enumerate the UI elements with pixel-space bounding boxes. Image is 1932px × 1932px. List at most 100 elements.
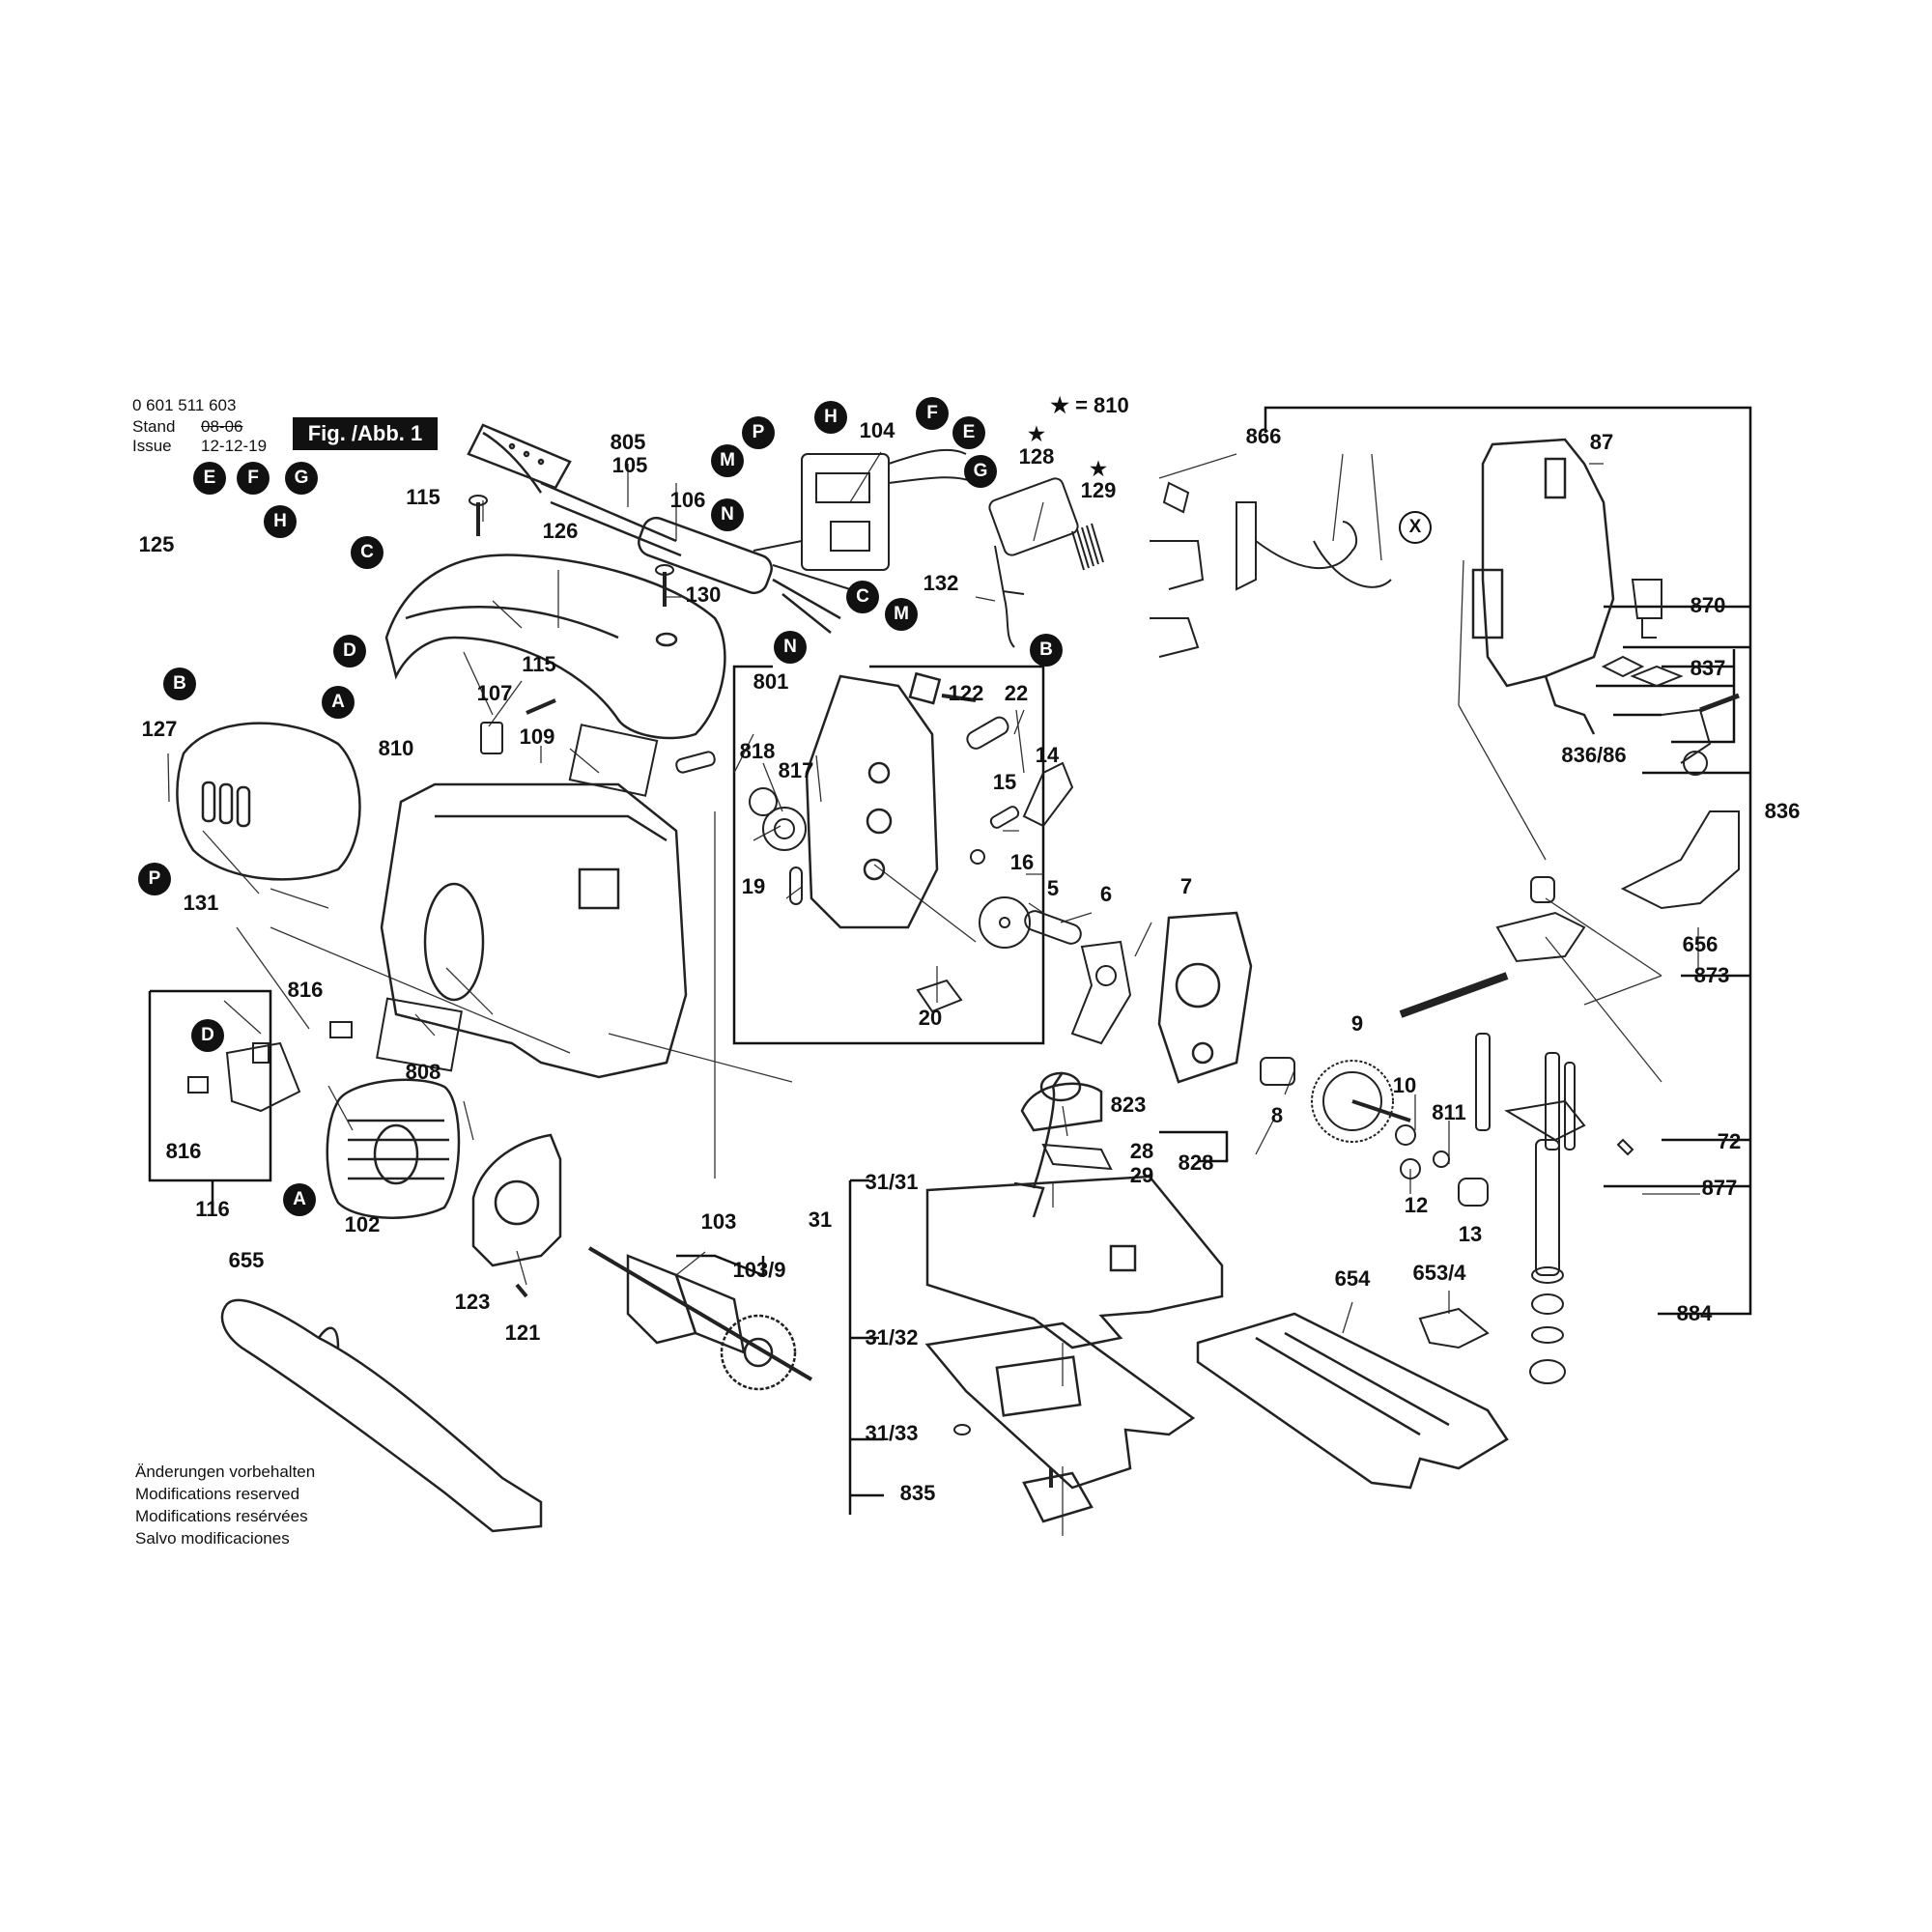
stand-label: Stand — [132, 417, 176, 436]
part-label-818: 818 — [739, 739, 776, 763]
connector-callout-e-left: E — [193, 462, 226, 495]
part-label-123: 123 — [454, 1290, 491, 1314]
connector-callout-f-left: F — [237, 462, 270, 495]
slide-plate-31-32 — [924, 1321, 1196, 1490]
counterweight-7 — [1157, 911, 1253, 1084]
connector-callout-c-left: C — [351, 536, 384, 569]
part-label-102: 102 — [344, 1212, 381, 1236]
connector-callout-g-switch: G — [964, 455, 997, 488]
figure-title: Fig. /Abb. 1 — [293, 417, 438, 450]
armature-103 — [587, 1246, 813, 1391]
part-label-130: 130 — [685, 582, 722, 607]
brush-holder — [187, 1021, 353, 1113]
connector-callout-n-switch: N — [711, 498, 744, 531]
bushing-13 — [1458, 1178, 1489, 1207]
part-label-817: 817 — [778, 758, 814, 782]
connector-callout-b-left: B — [163, 668, 196, 700]
part-label-103: 103 — [700, 1209, 737, 1234]
connector-callout-f-switch: F — [916, 397, 949, 430]
part-label-7: 7 — [1179, 874, 1193, 898]
connector-callout-e-switch: E — [952, 416, 985, 449]
part-label-22: 22 — [1004, 681, 1029, 705]
seals-884 — [1529, 1266, 1566, 1384]
small-bracket-870 — [1631, 579, 1662, 639]
part-number: 0 601 511 603 — [132, 396, 237, 414]
leader-lines — [167, 451, 1700, 1536]
part-label-816-top: 816 — [287, 978, 324, 1002]
plunger-assembly — [1399, 876, 1634, 1276]
part-label-866: 866 — [1245, 424, 1282, 448]
part-label-884: 884 — [1676, 1301, 1713, 1325]
bearing-817 — [762, 807, 807, 851]
label-808 — [376, 997, 463, 1072]
part-label-16: 16 — [1009, 850, 1035, 874]
washer-5 — [979, 896, 1031, 949]
part-label-132: 132 — [923, 571, 959, 595]
motor-housing-810 — [380, 782, 688, 1079]
part-label-12: 12 — [1404, 1193, 1429, 1217]
part-label-15: 15 — [992, 770, 1017, 794]
ring-811 — [1433, 1151, 1450, 1168]
part-label-103-9: 103/9 — [732, 1258, 786, 1282]
star-note: ★ = 810 — [1050, 393, 1129, 417]
part-label-810: 810 — [378, 736, 414, 760]
star-marker-128: ★ — [1028, 424, 1045, 445]
dust-tube-655 — [220, 1298, 543, 1533]
switch-assembly — [753, 448, 1025, 648]
part-label-9: 9 — [1350, 1011, 1364, 1036]
part-label-129: 129 — [1080, 478, 1117, 502]
notice-line-de: Änderungen vorbehalten — [135, 1463, 316, 1481]
label-plate-109 — [568, 724, 659, 797]
part-label-836: 836 — [1764, 799, 1801, 823]
connector-callout-g-left: G — [285, 462, 318, 495]
part-label-28: 28 — [1129, 1139, 1154, 1163]
switch-knob-spring — [988, 477, 1104, 571]
part-label-104: 104 — [859, 418, 895, 442]
connector-callout-a-stator: A — [283, 1183, 316, 1216]
air-shroud-127 — [176, 722, 361, 881]
washer-12 — [1400, 1158, 1421, 1179]
part-label-10: 10 — [1392, 1073, 1417, 1097]
part-label-828: 828 — [1178, 1151, 1214, 1175]
part-label-125: 125 — [138, 532, 175, 556]
part-label-121: 121 — [504, 1321, 541, 1345]
part-label-127: 127 — [141, 717, 178, 741]
connector-callout-h-left: H — [264, 505, 297, 538]
part-label-836-86: 836/86 — [1561, 743, 1627, 767]
pin-19 — [789, 867, 803, 905]
part-label-29: 29 — [1129, 1163, 1154, 1187]
part-label-654: 654 — [1334, 1266, 1371, 1291]
part-label-5: 5 — [1046, 876, 1060, 900]
screw-121 — [515, 1283, 528, 1298]
part-label-109: 109 — [519, 724, 555, 749]
screw-130 — [655, 564, 674, 607]
part-label-115-mid: 115 — [522, 652, 556, 676]
connector-callout-d-left: D — [333, 635, 366, 668]
bearing-8 — [1260, 1057, 1295, 1086]
lever-837 — [1601, 655, 1740, 776]
stator-102 — [326, 1078, 461, 1219]
part-label-801: 801 — [753, 669, 789, 694]
part-label-8: 8 — [1270, 1103, 1284, 1127]
part-label-837: 837 — [1690, 656, 1726, 680]
part-label-107: 107 — [476, 681, 513, 705]
part-label-20: 20 — [918, 1006, 943, 1030]
part-label-72: 72 — [1717, 1129, 1742, 1153]
base-plate-31 — [925, 1071, 1224, 1350]
part-label-14: 14 — [1035, 743, 1060, 767]
knob-20 — [916, 979, 963, 1013]
screw-122 — [941, 694, 977, 702]
stand-value: 08-06 — [201, 417, 243, 436]
guide-parts — [1150, 481, 1392, 658]
part-label-655: 655 — [228, 1248, 265, 1272]
connector-callout-c-cord: C — [846, 581, 879, 613]
part-label-126: 126 — [542, 519, 579, 543]
connector-callout-b-cord: B — [1030, 634, 1063, 667]
lever-14 — [1022, 761, 1074, 828]
gear-frame-801 — [805, 671, 942, 929]
part-label-870: 870 — [1690, 593, 1726, 617]
plate-6 — [1070, 940, 1132, 1045]
connector-callout-x: X — [1399, 511, 1432, 544]
